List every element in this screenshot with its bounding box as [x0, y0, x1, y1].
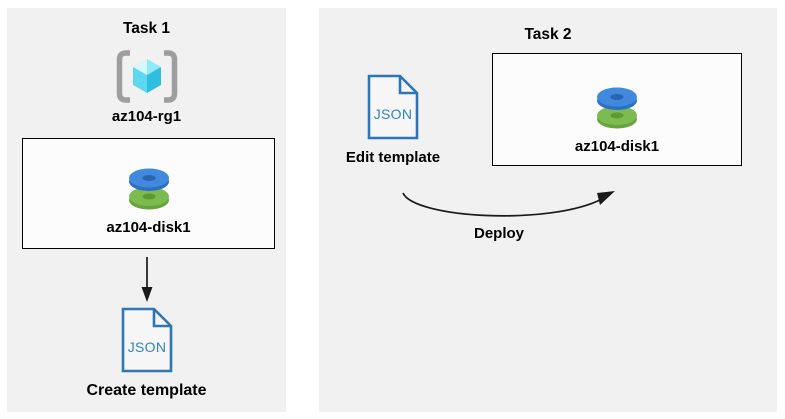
resource-group-label: az104-rg1	[111, 108, 182, 125]
create-template-caption: Create template	[86, 382, 207, 399]
json-file-text: JSON	[374, 106, 413, 122]
managed-disk-icon	[123, 165, 175, 213]
json-file-icon: JSON	[367, 74, 419, 140]
deploy-caption: Deploy	[473, 225, 524, 242]
json-file-text: JSON	[127, 339, 166, 355]
task2-title: Task 2	[524, 26, 572, 43]
arrow-down-icon	[140, 257, 154, 303]
task2-disk-box: az104-disk1	[492, 53, 742, 166]
task1-panel: Task 1 az104-rg1 az104-disk1	[7, 8, 286, 412]
task2-disk-label: az104-disk1	[574, 138, 660, 155]
managed-disk-icon	[591, 84, 643, 132]
task1-disk-label: az104-disk1	[106, 219, 191, 236]
json-file-icon: JSON	[121, 307, 173, 373]
resource-group-icon	[115, 48, 179, 106]
edit-template-caption: Edit template	[345, 149, 441, 166]
task1-disk-box: az104-disk1	[22, 138, 275, 249]
task2-panel: Task 2 JSON Edit template az104-disk1 De…	[319, 8, 777, 412]
task1-title: Task 1	[122, 20, 171, 37]
